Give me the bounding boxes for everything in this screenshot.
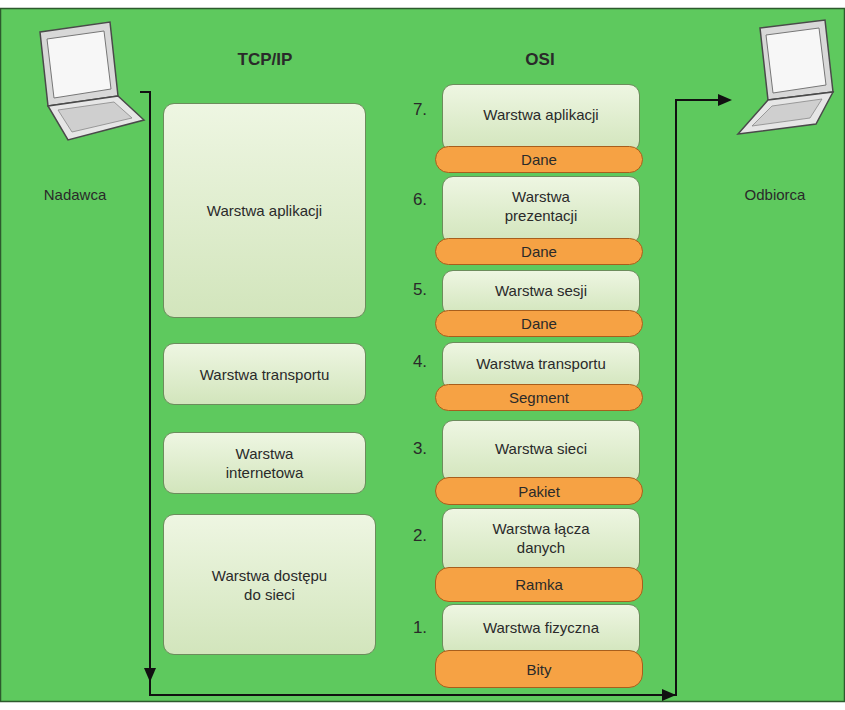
tcpip-layer-box: Warstwa internetowa (163, 432, 366, 494)
osi-layer-box: Warstwa fizyczna (442, 604, 640, 656)
layer-number: 4. (405, 352, 435, 372)
layer-number: 6. (405, 190, 435, 210)
osi-layer-box: Warstwa łącza danych (442, 508, 640, 573)
layer-name: Warstwa transportu (200, 365, 330, 384)
data-unit-band: Dane (435, 310, 643, 337)
data-unit-text: Dane (521, 242, 557, 261)
layer-name: Warstwa transportu (476, 354, 606, 373)
layer-name: Warstwa sieci (495, 439, 587, 458)
flow-arrow (140, 92, 732, 701)
layer-number: 5. (405, 280, 435, 300)
osi-layer-box: Warstwa sieci (442, 420, 640, 483)
layer-name: Warstwa internetowa (209, 444, 321, 482)
layer-number: 2. (405, 526, 435, 546)
receiver-laptop (738, 20, 833, 134)
data-unit-band: Dane (435, 146, 643, 173)
tcpip-layer-box: Warstwa dostępu do sieci (163, 514, 376, 655)
osi-layer-box: Warstwa aplikacji (442, 84, 640, 152)
data-unit-text: Dane (521, 150, 557, 169)
data-unit-text: Bity (526, 660, 551, 679)
layer-name: Warstwa dostępu do sieci (204, 566, 336, 604)
device-label: Odbiorca (710, 185, 840, 205)
data-unit-text: Segment (509, 388, 569, 407)
layer-name: Warstwa prezentacji (485, 187, 597, 225)
device-label: Nadawca (10, 185, 140, 205)
tcpip-layer-box: Warstwa aplikacji (163, 103, 366, 318)
layer-name: Warstwa aplikacji (207, 201, 322, 220)
data-unit-text: Ramka (515, 575, 563, 594)
data-unit-text: Pakiet (518, 482, 560, 501)
tcpip-layer-box: Warstwa transportu (163, 343, 366, 405)
layer-number: 1. (405, 618, 435, 638)
layer-name: Warstwa sesji (495, 281, 587, 300)
layer-number: 7. (405, 100, 435, 120)
data-unit-band: Bity (435, 650, 643, 688)
data-unit-band: Dane (435, 238, 643, 265)
layer-name: Warstwa aplikacji (483, 105, 598, 124)
data-unit-text: Dane (521, 314, 557, 333)
model-heading: TCP/IP (205, 50, 325, 70)
data-unit-band: Pakiet (435, 477, 643, 505)
layer-number: 3. (405, 439, 435, 459)
data-unit-band: Ramka (435, 567, 643, 602)
layer-name: Warstwa łącza danych (483, 519, 599, 557)
layer-name: Warstwa fizyczna (483, 618, 599, 637)
osi-layer-box: Warstwa prezentacji (442, 176, 640, 244)
sender-laptop (40, 22, 144, 140)
data-unit-band: Segment (435, 384, 643, 411)
osi-layer-box: Warstwa transportu (442, 342, 640, 390)
model-heading: OSI (480, 50, 600, 70)
